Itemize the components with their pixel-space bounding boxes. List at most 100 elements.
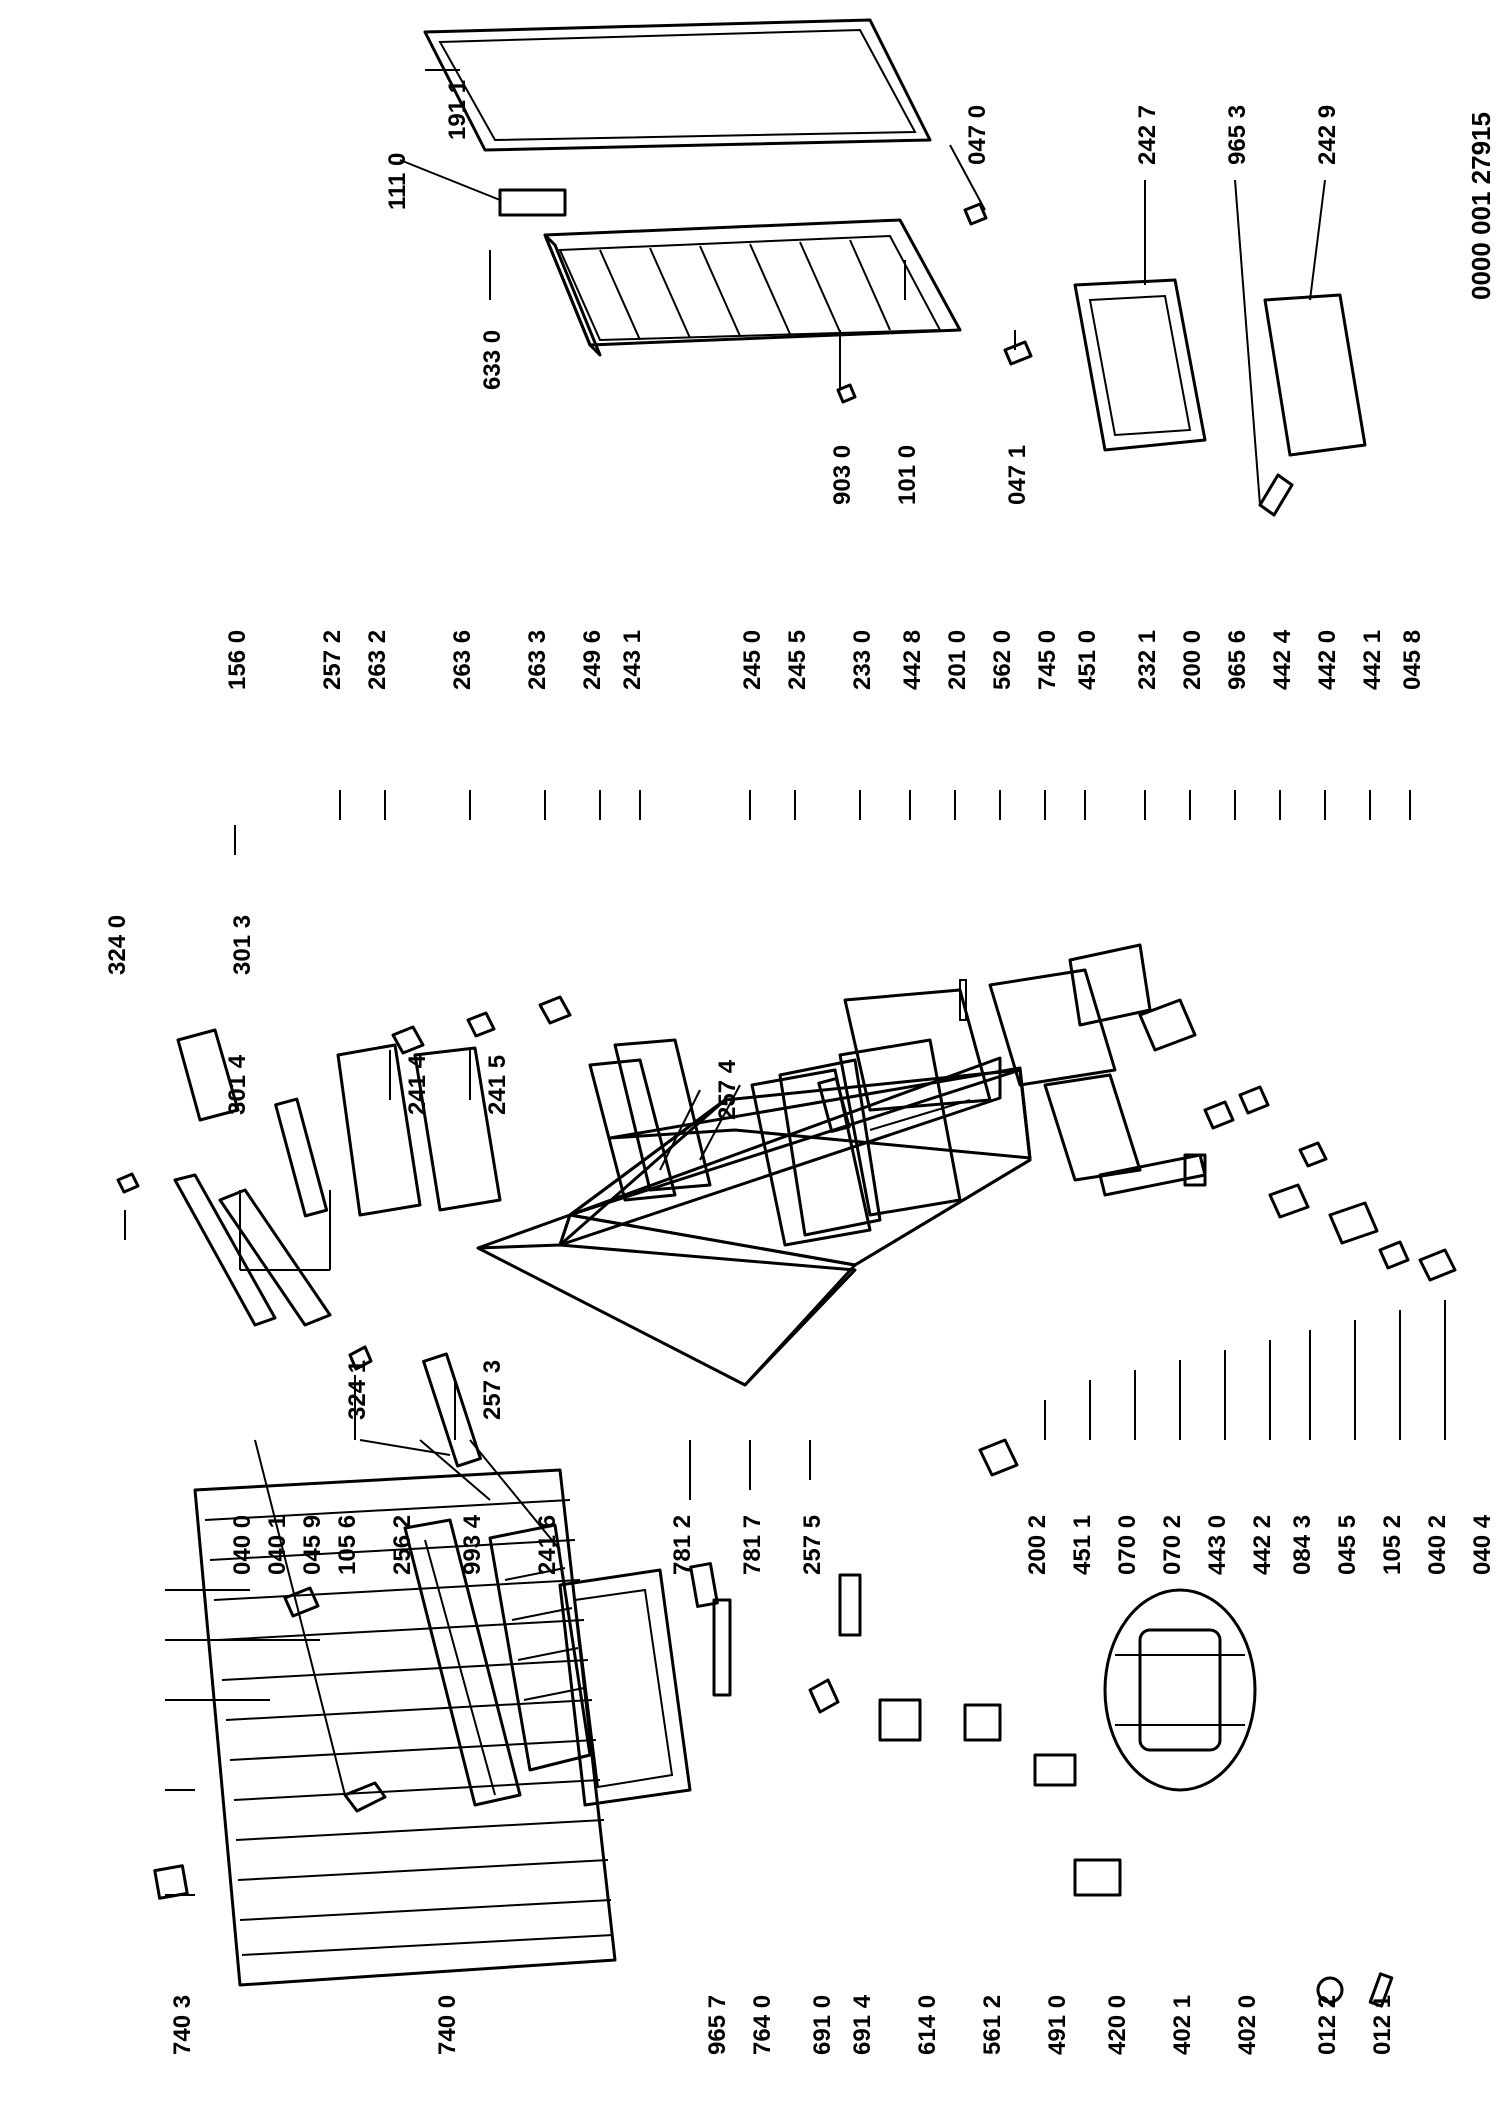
part-443-0 [1203, 1100, 1235, 1130]
callout: 257 4 [714, 1059, 741, 1120]
part-965-7 [689, 1562, 719, 1608]
part-249-6 [588, 1058, 677, 1202]
callout: 200 0 [1179, 630, 1206, 690]
callout: 040 1 [264, 1515, 291, 1575]
callout: 012 1 [1369, 1995, 1396, 2055]
callout: 301 3 [229, 915, 256, 975]
callout: 070 2 [1159, 1515, 1186, 1575]
callout: 442 1 [1359, 630, 1386, 690]
callout: 232 1 [1134, 630, 1161, 690]
callout: 040 0 [229, 1515, 256, 1575]
callout: 442 4 [1269, 629, 1296, 690]
callout: 241 6 [534, 1515, 561, 1575]
part-111-0 [498, 188, 567, 217]
callout: 191 1 [444, 80, 471, 140]
part-442-2 [1238, 1085, 1270, 1115]
callout: 965 3 [1224, 105, 1251, 165]
callout: 420 0 [1104, 1995, 1131, 2055]
callout: 451 1 [1069, 1515, 1096, 1575]
callout: 402 1 [1169, 1995, 1196, 2055]
callout: 442 0 [1314, 630, 1341, 690]
part-243-1 [613, 1038, 712, 1192]
callout: 233 0 [849, 630, 876, 690]
part-691-4 [838, 1573, 862, 1637]
part-241-4 [336, 1043, 422, 1217]
part-965-3 [1258, 473, 1294, 517]
callout: 070 0 [1114, 1515, 1141, 1575]
callout: 263 2 [364, 630, 391, 690]
callout: 614 0 [914, 1995, 941, 2055]
callout: 781 7 [739, 1515, 766, 1575]
callout: 249 6 [579, 630, 606, 690]
callout: 105 6 [334, 1515, 361, 1575]
part-047-1 [1003, 340, 1033, 366]
part-200-0 [1043, 1073, 1142, 1182]
part-241-5 [413, 1046, 502, 1212]
part-263-2 [391, 1025, 425, 1055]
part-740-3 [153, 1864, 189, 1900]
callout: 740 0 [434, 1995, 461, 2055]
part-232-1 [1138, 998, 1197, 1052]
callout: 903 0 [829, 445, 856, 505]
part-324-0 [116, 1172, 140, 1194]
callout: 047 1 [1004, 445, 1031, 505]
part-012-2 [1316, 1976, 1344, 2004]
cabinet [476, 1056, 1032, 1387]
callout: 047 0 [964, 105, 991, 165]
part-200-2 [978, 1438, 1019, 1477]
part-451-0 [1068, 943, 1152, 1027]
callout: 242 9 [1314, 105, 1341, 165]
part-070-2 [1183, 1153, 1207, 1187]
callout: 201 0 [944, 630, 971, 690]
part-242-9 [1263, 293, 1367, 457]
part-691-0 [808, 1678, 840, 1714]
callout: 745 0 [1034, 630, 1061, 690]
callout: 257 5 [799, 1515, 826, 1575]
callout: 045 5 [1334, 1515, 1361, 1575]
callout: 965 6 [1224, 630, 1251, 690]
callout: 301 4 [224, 1054, 251, 1115]
part-040-2 [1378, 1240, 1410, 1270]
callout: 257 2 [319, 630, 346, 690]
callout: 691 0 [809, 1995, 836, 2055]
callout: 200 2 [1024, 1515, 1051, 1575]
part-442-4 [1298, 1141, 1328, 1168]
part-301-4 [173, 1173, 277, 1327]
document-number: 0000 001 27915 [1466, 112, 1496, 300]
part-263-3 [538, 995, 572, 1025]
callout: 324 1 [344, 1360, 371, 1420]
part-040-0 [343, 1781, 387, 1813]
callout: 633 0 [479, 330, 506, 390]
part-245-5 [778, 1058, 882, 1237]
callout: 084 3 [1289, 1515, 1316, 1575]
part-562-0 [959, 979, 967, 1021]
callout: 764 0 [749, 1995, 776, 2055]
callout: 993 4 [459, 1514, 486, 1575]
part-047-0 [963, 202, 988, 226]
callout: 012 2 [1314, 1995, 1341, 2055]
callout: 561 2 [979, 1995, 1006, 2055]
part-233-0 [838, 1038, 962, 1217]
callout: 243 1 [619, 630, 646, 690]
callout: 442 8 [899, 630, 926, 690]
callout: 443 0 [1204, 1515, 1231, 1575]
part-257-2 [274, 1097, 329, 1218]
part-257-4 [817, 1077, 851, 1133]
part-201-0 [843, 988, 992, 1112]
part-491-0 [1033, 1753, 1077, 1787]
callout: 156 0 [224, 630, 251, 690]
callout: 402 0 [1234, 1995, 1261, 2055]
part-561-2 [963, 1703, 1002, 1742]
callout: 562 0 [989, 630, 1016, 690]
callout: 263 6 [449, 630, 476, 690]
part-614-0 [878, 1698, 922, 1742]
part-040-4 [1418, 1248, 1457, 1282]
part-040-1 [283, 1586, 320, 1618]
condenser-coil [193, 1468, 617, 1987]
part-442-1 [1328, 1201, 1379, 1245]
callout: 040 2 [1424, 1515, 1451, 1575]
callout: 263 3 [524, 630, 551, 690]
callout: 101 0 [894, 445, 921, 505]
callout: 256 2 [389, 1515, 416, 1575]
part-245-0 [750, 1068, 872, 1247]
